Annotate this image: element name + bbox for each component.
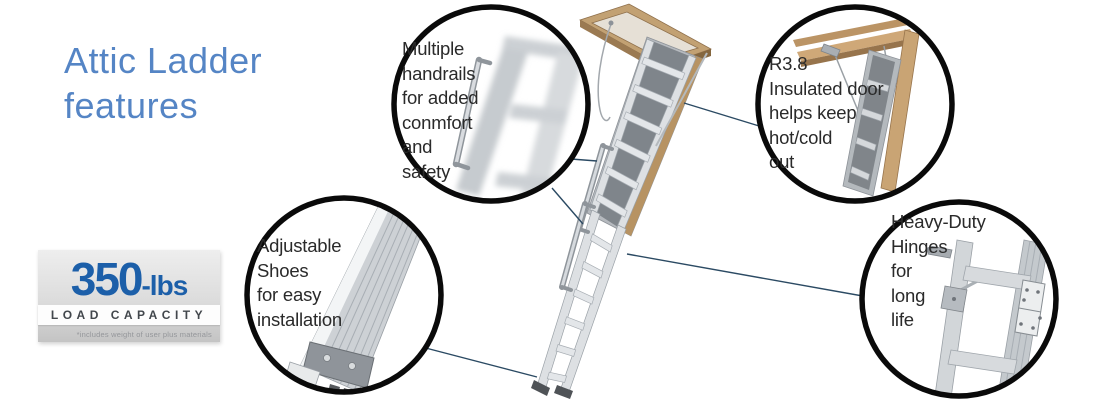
ladder-rungs <box>546 233 613 383</box>
capacity-number: 350 <box>70 253 144 305</box>
ladder-scene <box>531 3 712 399</box>
door-zoom-image <box>793 18 920 197</box>
spring-rod <box>655 52 708 147</box>
capacity-unit: -lbs <box>141 270 188 301</box>
callout-line: handrails <box>402 62 476 84</box>
callout-text-multiple-handrails: Multiple handrails for added conmfort an… <box>402 37 479 184</box>
callout-line: safety <box>402 160 451 182</box>
callout-line: Heavy-Duty <box>891 211 986 232</box>
ladder-foot-left <box>531 380 550 396</box>
page-title-line2: features <box>64 85 199 126</box>
callout-line: Shoes <box>257 259 309 281</box>
callout-line: Multiple <box>402 38 465 59</box>
callout-circle-hinges <box>859 199 1059 399</box>
callout-circle-adjustable-shoes <box>244 195 444 395</box>
load-capacity-value: 350-lbs <box>38 250 220 305</box>
callout-line: Adjustable <box>257 235 342 256</box>
callout-line: for easy <box>257 284 322 305</box>
callout-line: and <box>402 136 433 157</box>
shoe-zoom-image <box>283 200 429 390</box>
callout-line: for <box>891 260 912 281</box>
callout-line: installation <box>257 308 343 330</box>
page-title-line1: Attic Ladder <box>64 40 263 81</box>
insulated-door <box>586 36 704 237</box>
callout-line: R3.8 <box>769 53 808 74</box>
lower-ladder-section <box>531 209 627 399</box>
callout-line: Hinges <box>891 235 948 257</box>
callout-line: Insulated door <box>769 77 884 99</box>
callout-circle-insulated-door <box>755 4 955 204</box>
connector-handrail-bottom <box>551 187 584 225</box>
door-ladder-rungs <box>595 56 686 218</box>
hinge-plate <box>1014 279 1046 337</box>
callout-text-adjustable-shoes: Adjustable Shoes for easy installation <box>257 234 342 332</box>
connector-shoe <box>417 345 538 378</box>
callout-circle-handrails <box>391 4 591 204</box>
callout-line: for added <box>402 87 479 108</box>
connector-hinge <box>626 253 875 299</box>
load-capacity-label: LOAD CAPACITY <box>38 305 220 325</box>
callout-line: conmfort <box>402 111 473 133</box>
callout-text-heavy-duty-hinges: Heavy-Duty Hinges for long life <box>891 210 986 333</box>
handrails <box>559 143 614 292</box>
load-capacity-badge: 350-lbs LOAD CAPACITY *includes weight o… <box>38 250 220 342</box>
load-capacity-disclaimer: *includes weight of user plus materials <box>76 330 212 339</box>
callout-text-insulated-door: R3.8 Insulated door helps keep hot/cold … <box>769 52 884 175</box>
page-title: Attic Ladder features <box>64 38 262 128</box>
cord-hook <box>608 20 614 26</box>
pull-cord <box>597 23 612 122</box>
ladder-foot-right <box>554 385 573 399</box>
callout-line: long <box>891 284 926 306</box>
callout-line: helps keep <box>769 102 857 123</box>
callout-line: life <box>891 309 914 330</box>
callout-line: hot/cold <box>769 126 833 148</box>
callout-line: out <box>769 151 795 172</box>
handrail-bar <box>452 56 493 171</box>
